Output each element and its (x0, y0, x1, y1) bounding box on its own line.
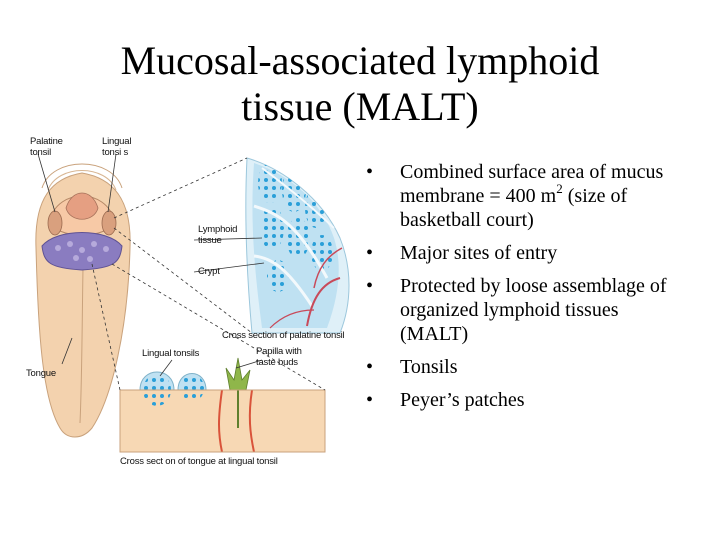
bullet-list: • Combined surface area of mucus membrane… (360, 160, 690, 421)
label-line: tonsil (30, 147, 51, 158)
palatine-cross-section (245, 157, 350, 334)
label-tongue: Tongue (26, 368, 56, 379)
bullet-item: • Tonsils (360, 355, 690, 379)
label-line: tissue (198, 235, 222, 246)
bullet-text: Tonsils (400, 356, 458, 378)
label-lingual-tonsils: Lingual tonsils (142, 348, 200, 359)
bullet-item: • Protected by loose assemblage of organi… (360, 274, 690, 346)
label-papilla: Papilla with taste buds (256, 346, 302, 368)
bullet-item: • Combined surface area of mucus membrane… (360, 160, 690, 232)
bullet-text: Protected by loose assemblage of organiz… (400, 275, 667, 345)
dashed-connector-lines (91, 157, 326, 391)
slide-title: Mucosal-associated lymphoid tissue (MALT… (60, 38, 660, 130)
label-line: tonsi s (102, 147, 129, 158)
tonsil-anatomy-figure: Palatine tonsil Lingual tonsi s Lymphoid… (22, 128, 362, 473)
label-cross-section-tongue: Cross sect on of tongue at lingual tonsi… (120, 456, 278, 467)
lingual-cross-section (119, 357, 326, 453)
leader-lines (37, 153, 265, 377)
title-line-1: Mucosal-associated lymphoid (120, 38, 600, 83)
bullet-text: Combined surface area of mucus membrane … (400, 161, 664, 207)
bullet-dot: • (366, 242, 374, 264)
bullet-text: Peyer’s patches (400, 389, 525, 411)
label-cross-section-palatine: Cross section of palatine tonsil (222, 330, 345, 341)
bullet-item: • Major sites of entry (360, 241, 690, 265)
label-line: Lymphoid (198, 224, 238, 235)
label-line: taste buds (256, 357, 298, 368)
bullet-text: Major sites of entry (400, 242, 558, 264)
bullet-dot: • (366, 356, 374, 378)
label-line: Papilla with (256, 346, 302, 357)
bullet-dot: • (366, 161, 374, 183)
bullet-item: • Peyer’s patches (360, 388, 690, 412)
label-line: Palatine (30, 136, 63, 147)
bullet-dot: • (366, 275, 374, 297)
label-crypt: Crypt (198, 266, 220, 277)
anatomy-illustration (35, 153, 350, 453)
bullet-dot: • (366, 389, 374, 411)
title-line-2: tissue (MALT) (241, 84, 479, 129)
bullet-superscript: 2 (556, 181, 563, 196)
label-palatine-tonsil: Palatine tonsil (30, 136, 63, 158)
label-lymphoid-tissue: Lymphoid tissue (198, 224, 237, 246)
bullet-text-tail: (size of basketball court) (400, 185, 628, 231)
tongue-illustration (35, 163, 131, 438)
label-line: Lingual (102, 136, 132, 147)
label-lingual-tonsil-top: Lingual tonsi s (102, 136, 131, 158)
